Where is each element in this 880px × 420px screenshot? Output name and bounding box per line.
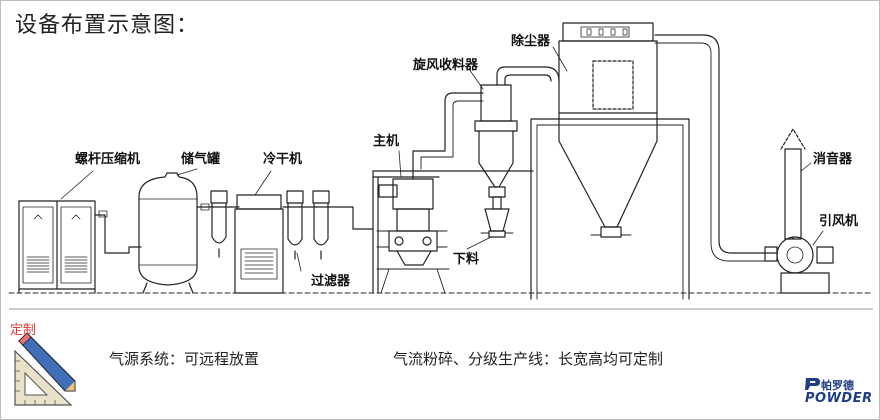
label-filter: 过滤器: [311, 273, 351, 289]
label-air-tank: 储气罐: [180, 151, 220, 167]
logo-en-text: POWDER: [805, 391, 873, 406]
pre-filter: [200, 190, 228, 258]
label-cold-dryer: 冷干机: [263, 151, 302, 167]
jet-mill: [376, 168, 448, 266]
pipe-compressor-tank: [94, 214, 142, 254]
label-screw-compressor: 螺杆压缩机: [75, 151, 140, 167]
silencer: [780, 128, 806, 240]
dust-collector-frame: [530, 118, 690, 300]
air-tank: [138, 172, 198, 294]
leader-lines: [60, 46, 824, 272]
label-dust-collector: 除尘器: [511, 33, 551, 49]
brand-logo: 帕罗德 POWDER: [805, 377, 873, 409]
cyclone-collector: [474, 84, 518, 238]
filters: [286, 190, 330, 260]
pipe-cyclone-dust: [496, 66, 560, 86]
custom-badge: 定制: [10, 323, 37, 338]
note-gas-source: 气源系统：可远程放置: [109, 350, 260, 368]
note-production-line: 气流粉碎、分级生产线：长宽高均可定制: [393, 350, 664, 368]
pipe-dust-fan: [654, 34, 778, 254]
logo-mark-icon: [805, 378, 820, 390]
page-title: 设备布置示意图：: [15, 13, 200, 38]
main-frame: [372, 170, 534, 294]
label-silencer: 消音器: [813, 151, 853, 167]
dust-collector: [558, 22, 658, 238]
logo-cn-text: 帕罗德: [821, 379, 854, 392]
label-cyclone-collector: 旋风收料器: [412, 57, 479, 73]
cold-dryer: [234, 194, 284, 294]
pipe-mill-cyclone: [412, 92, 484, 170]
screw-compressor: [18, 200, 96, 294]
pencil-ruler-icon: [14, 332, 76, 406]
label-induced-fan: 引风机: [819, 213, 858, 229]
label-discharge: 下料: [453, 251, 479, 267]
pipe-dryer-filters: [282, 206, 374, 230]
induced-fan: [764, 236, 834, 294]
label-main-machine: 主机: [373, 133, 399, 149]
